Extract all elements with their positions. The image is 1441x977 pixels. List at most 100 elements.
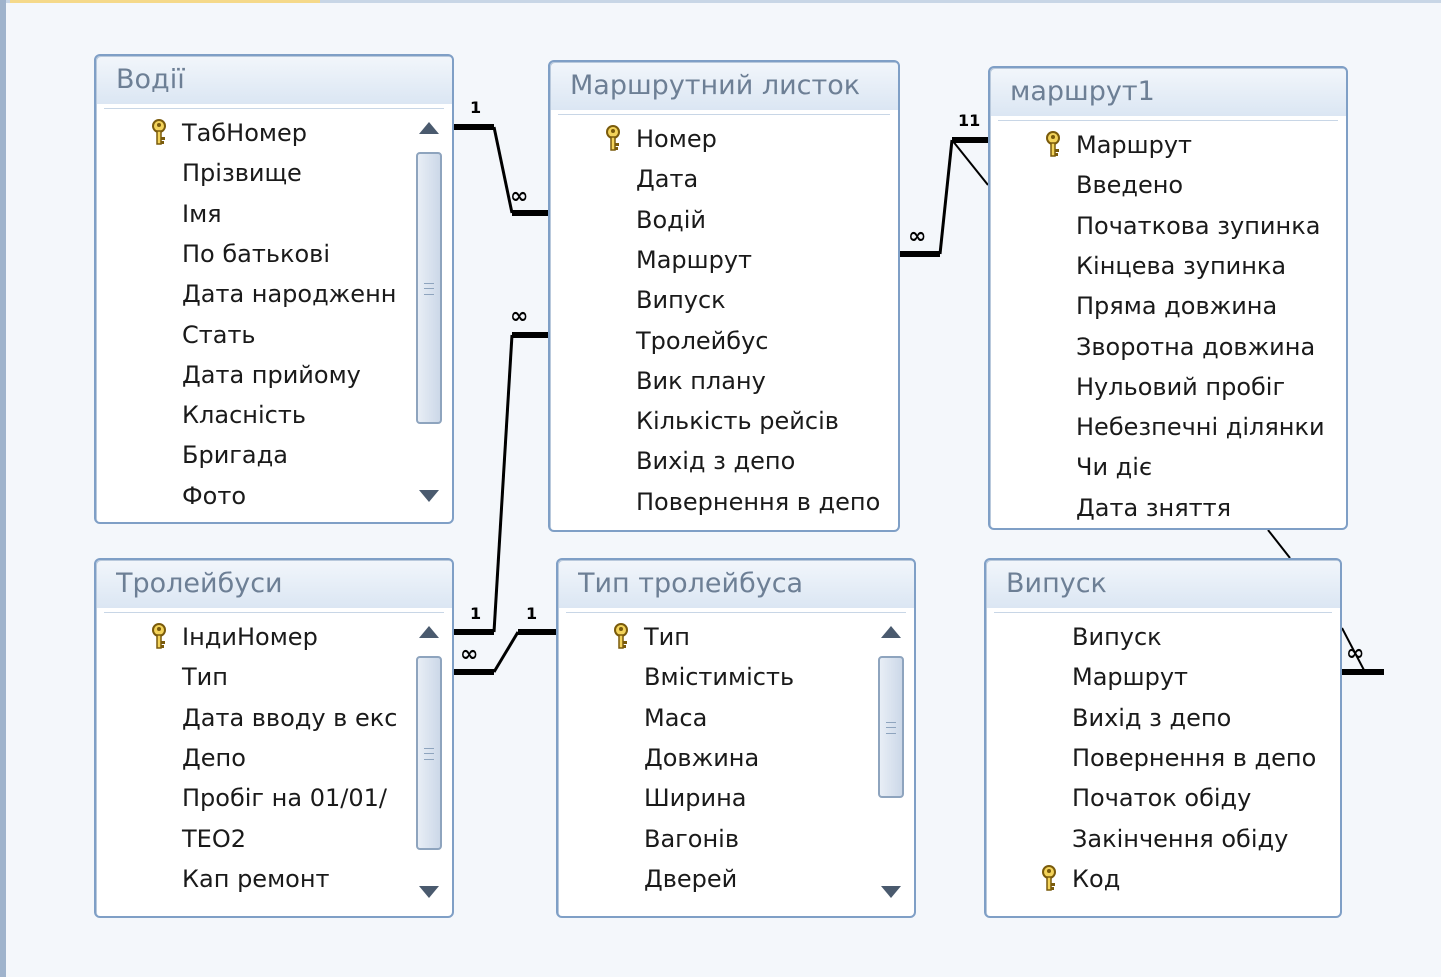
field-item[interactable]: Закінчення обіду xyxy=(1072,824,1289,853)
rel-many-symbol: ∞ xyxy=(510,184,529,209)
field-item[interactable]: Тролейбус xyxy=(636,326,769,355)
field-item[interactable]: Маршрут xyxy=(1076,131,1193,159)
field-item[interactable]: Фото xyxy=(182,481,247,510)
field-item[interactable]: Початок обіду xyxy=(1072,784,1252,813)
left-border xyxy=(0,0,6,977)
field-item[interactable]: Водій xyxy=(636,205,707,234)
field-item[interactable]: Бригада xyxy=(182,441,288,470)
field-item[interactable]: Депо xyxy=(182,743,246,772)
field-item[interactable]: Вихід з депо xyxy=(1072,703,1232,732)
field-item[interactable]: Маршрут xyxy=(1072,663,1189,692)
field-item[interactable]: Дверей xyxy=(644,864,738,893)
field-item[interactable]: Дата xyxy=(636,165,699,194)
field-item[interactable]: Чи діє xyxy=(1076,453,1153,482)
relationship-troleibusy-listok[interactable] xyxy=(454,332,548,635)
rel-many-symbol: ∞ xyxy=(460,642,479,667)
scrollbar[interactable] xyxy=(414,116,444,508)
field-item[interactable]: Повернення в депо xyxy=(636,487,881,516)
field-item[interactable]: ТЕО2 xyxy=(182,824,246,853)
grip-icon xyxy=(886,722,896,734)
field-item[interactable]: Початкова зупинка xyxy=(1076,211,1321,240)
scroll-thumb[interactable] xyxy=(416,656,442,850)
field-item[interactable]: Зворотна довжина xyxy=(1076,332,1316,361)
relationship-marshrut1-vypusk[interactable] xyxy=(1267,529,1384,675)
scroll-thumb[interactable] xyxy=(416,152,442,424)
scroll-down-arrow-icon[interactable] xyxy=(419,886,439,898)
field-item[interactable]: Повернення в депо xyxy=(1072,743,1317,772)
table-title[interactable]: Тип тролейбуса xyxy=(578,568,804,599)
scroll-thumb[interactable] xyxy=(878,656,904,798)
primary-key-icon xyxy=(148,622,170,650)
field-item[interactable]: Випуск xyxy=(636,286,726,315)
scroll-up-arrow-icon[interactable] xyxy=(419,122,439,134)
table-title[interactable]: Водії xyxy=(116,64,185,95)
field-item[interactable]: Вик плану xyxy=(636,366,766,395)
field-item[interactable]: Прізвище xyxy=(182,159,302,188)
scroll-up-arrow-icon[interactable] xyxy=(881,626,901,638)
field-item[interactable]: Стать xyxy=(182,320,256,349)
field-item[interactable]: Небезпечні ділянки xyxy=(1076,413,1325,442)
field-item[interactable]: Номер xyxy=(636,125,717,153)
grip-icon xyxy=(424,748,434,760)
table-title[interactable]: Випуск xyxy=(1006,568,1107,599)
field-item[interactable]: Кінцева зупинка xyxy=(1076,251,1287,280)
relationship-typ-troleibusy[interactable] xyxy=(454,629,556,675)
field-item[interactable]: Маршрут xyxy=(636,245,753,274)
field-item[interactable]: Імя xyxy=(182,199,222,228)
table-title[interactable]: маршрут1 xyxy=(1010,76,1155,107)
field-item[interactable]: Кількість рейсів xyxy=(636,407,839,436)
field-item[interactable]: Пробіг на 01/01/ xyxy=(182,784,387,813)
table-title[interactable]: Тролейбуси xyxy=(116,568,283,599)
field-item[interactable]: Вихід з депо xyxy=(636,447,796,476)
rel-one-label: 1 xyxy=(470,98,482,117)
field-item[interactable]: Тип xyxy=(182,663,228,692)
field-item[interactable]: Довжина xyxy=(644,743,760,772)
field-item[interactable]: Вмістимість xyxy=(644,663,795,692)
relationship-vodii-listok[interactable] xyxy=(454,124,548,216)
field-item[interactable]: Введено xyxy=(1076,171,1184,200)
field-item[interactable]: Код xyxy=(1072,864,1121,893)
scroll-down-arrow-icon[interactable] xyxy=(881,886,901,898)
scroll-up-arrow-icon[interactable] xyxy=(419,626,439,638)
scrollbar[interactable] xyxy=(414,620,444,904)
field-item[interactable]: Маса xyxy=(644,703,708,732)
top-border xyxy=(6,0,1441,3)
rel-many-symbol: ∞ xyxy=(1346,641,1365,666)
field-item[interactable]: Нульовий пробіг xyxy=(1076,372,1286,401)
field-item[interactable]: Класність xyxy=(182,401,306,430)
primary-key-icon xyxy=(1038,864,1060,892)
field-item[interactable]: Тип xyxy=(644,623,690,651)
field-item[interactable]: Дата прийому xyxy=(182,360,361,389)
active-tab-accent xyxy=(10,0,320,3)
field-item[interactable]: Ширина xyxy=(644,784,747,813)
table-title[interactable]: Маршрутний листок xyxy=(570,70,861,101)
primary-key-icon xyxy=(1042,130,1064,158)
field-item[interactable]: Випуск xyxy=(1072,623,1162,651)
field-item[interactable]: По батькові xyxy=(182,239,330,268)
field-item[interactable]: ІндиНомер xyxy=(182,623,318,651)
relationship-listok-marshrut1[interactable] xyxy=(900,137,989,257)
rel-one-one-label: 11 xyxy=(958,111,981,130)
field-item[interactable]: Кап ремонт xyxy=(182,864,330,893)
field-item[interactable]: Дата народженн xyxy=(182,280,397,309)
scrollbar[interactable] xyxy=(876,620,906,904)
scroll-down-arrow-icon[interactable] xyxy=(419,490,439,502)
field-item[interactable]: Дата зняття xyxy=(1076,493,1232,520)
field-item[interactable]: ТабНомер xyxy=(182,119,308,147)
field-item[interactable]: Дата вводу в екс xyxy=(182,703,398,732)
field-item[interactable]: Вагонів xyxy=(644,824,739,853)
field-item[interactable]: Пряма довжина xyxy=(1076,292,1278,321)
